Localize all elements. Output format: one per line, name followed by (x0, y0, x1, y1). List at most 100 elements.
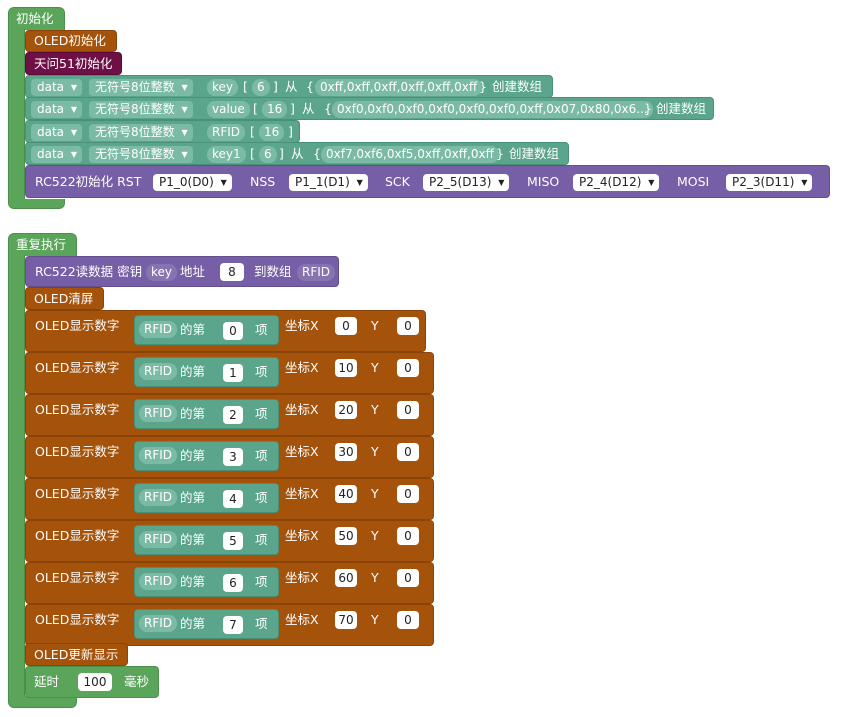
board-init-block[interactable]: 天问51初始化 (25, 52, 122, 75)
array-size-field[interactable]: 6 (252, 79, 270, 96)
var-type-dropdown[interactable]: data▼ (31, 101, 83, 118)
bracket-open: [ (243, 79, 248, 94)
array-name-field[interactable]: RFID (207, 124, 246, 141)
oled-refresh-block[interactable]: OLED更新显示 (25, 643, 128, 666)
x-label: 坐标X (285, 318, 319, 333)
y-input[interactable]: 0 (397, 443, 419, 461)
x-input[interactable]: 70 (335, 611, 357, 629)
index-input[interactable]: 7 (223, 616, 243, 634)
var-type-dropdown[interactable]: data▼ (31, 79, 83, 96)
y-input[interactable]: 0 (397, 359, 419, 377)
array-var-field[interactable]: RFID (139, 489, 178, 506)
addr-input[interactable]: 8 (220, 263, 244, 281)
array-size-field[interactable]: 16 (259, 124, 285, 141)
loop-hat-block[interactable]: 重复执行 (8, 233, 77, 256)
init-hat-block[interactable]: 初始化 (8, 7, 65, 30)
delay-block[interactable]: 延时 100 毫秒 (25, 666, 159, 698)
elem-type-dropdown[interactable]: 无符号8位整数▼ (89, 124, 193, 141)
array-decl-value[interactable]: data▼ 无符号8位整数▼ value [ 16 ] 从 { 0xf0,0xf… (25, 97, 714, 120)
target-array-field[interactable]: RFID (297, 264, 336, 281)
sck-pin-dropdown[interactable]: P2_5(D13)▼ (423, 174, 510, 191)
x-input[interactable]: 30 (335, 443, 357, 461)
index-input[interactable]: 6 (223, 574, 243, 592)
miso-pin-dropdown[interactable]: P2_4(D12)▼ (573, 174, 660, 191)
create-array-label: 创建数组 (656, 101, 707, 116)
array-var-field[interactable]: RFID (139, 405, 178, 422)
index-suffix-label: 项 (255, 406, 268, 421)
index-input[interactable]: 3 (223, 448, 243, 466)
array-var-field[interactable]: RFID (139, 531, 178, 548)
rc522-init-label: RC522初始化 RST (35, 174, 142, 189)
x-input[interactable]: 20 (335, 401, 357, 419)
rc522-init-block[interactable]: RC522初始化 RST P1_0(D0)▼ NSS P1_1(D1)▼ SCK… (25, 165, 830, 198)
elem-type-dropdown[interactable]: 无符号8位整数▼ (89, 146, 193, 163)
array-decl-rfid[interactable]: data▼ 无符号8位整数▼ RFID [ 16 ] (25, 120, 300, 143)
key-var-field[interactable]: key (146, 264, 178, 281)
array-size-field[interactable]: 6 (259, 146, 277, 163)
array-var-field[interactable]: RFID (139, 321, 178, 338)
array-decl-key1[interactable]: data▼ 无符号8位整数▼ key1 [ 6 ] 从 { 0xf7,0xf6,… (25, 142, 569, 165)
y-input[interactable]: 0 (397, 569, 419, 587)
x-input[interactable]: 50 (335, 527, 357, 545)
index-prefix-label: 的第 (180, 532, 206, 547)
x-input[interactable]: 10 (335, 359, 357, 377)
x-input[interactable]: 40 (335, 485, 357, 503)
x-input[interactable]: 60 (335, 569, 357, 587)
index-input[interactable]: 0 (223, 322, 243, 340)
nss-pin-dropdown[interactable]: P1_1(D1)▼ (289, 174, 368, 191)
array-decl-key[interactable]: data▼ 无符号8位整数▼ key [ 6 ] 从 { 0xff,0xff,0… (25, 75, 553, 98)
brace-close: } (479, 79, 487, 94)
array-values-field[interactable]: 0xf0,0xf0,0xf0,0xf0,0xf0,0xf0,0xff,0x07,… (332, 101, 653, 118)
rc522-read-block[interactable]: RC522读数据 密钥 key 地址 8 到数组 RFID (25, 256, 339, 287)
y-input[interactable]: 0 (397, 527, 419, 545)
array-values-field[interactable]: 0xff,0xff,0xff,0xff,0xff,0xff (315, 79, 483, 96)
index-input[interactable]: 4 (223, 490, 243, 508)
array-var-field[interactable]: RFID (139, 363, 178, 380)
array-name-field[interactable]: value (207, 101, 250, 118)
array-values-field[interactable]: 0xf7,0xf6,0xf5,0xff,0xff,0xff (321, 146, 499, 163)
y-input[interactable]: 0 (397, 611, 419, 629)
mosi-pin-dropdown[interactable]: P2_3(D11)▼ (726, 174, 813, 191)
elem-type-dropdown[interactable]: 无符号8位整数▼ (89, 101, 193, 118)
y-input[interactable]: 0 (397, 401, 419, 419)
var-type-dropdown[interactable]: data▼ (31, 146, 83, 163)
array-name-field[interactable]: key (207, 79, 239, 96)
rst-pin-dropdown[interactable]: P1_0(D0)▼ (153, 174, 232, 191)
array-var-field[interactable]: RFID (139, 573, 178, 590)
elem-type-value: 无符号8位整数 (95, 102, 175, 116)
index-input[interactable]: 5 (223, 532, 243, 550)
oled-init-block[interactable]: OLED初始化 (25, 30, 117, 52)
var-type-dropdown[interactable]: data▼ (31, 124, 83, 141)
index-input[interactable]: 1 (223, 364, 243, 382)
delay-input[interactable]: 100 (78, 673, 112, 691)
loop-label: 重复执行 (16, 237, 67, 252)
array-size-field[interactable]: 16 (262, 101, 288, 118)
array-var-field[interactable]: RFID (139, 615, 178, 632)
x-input[interactable]: 0 (335, 317, 357, 335)
y-input[interactable]: 0 (397, 317, 419, 335)
oled-clear-block[interactable]: OLED清屏 (25, 287, 104, 310)
bracket-open: [ (250, 146, 255, 161)
index-input[interactable]: 2 (223, 406, 243, 424)
index-prefix-label: 的第 (180, 448, 206, 463)
array-name-field[interactable]: key1 (207, 146, 246, 163)
array-var-field[interactable]: RFID (139, 447, 178, 464)
elem-type-dropdown[interactable]: 无符号8位整数▼ (89, 79, 193, 96)
y-input[interactable]: 0 (397, 485, 419, 503)
